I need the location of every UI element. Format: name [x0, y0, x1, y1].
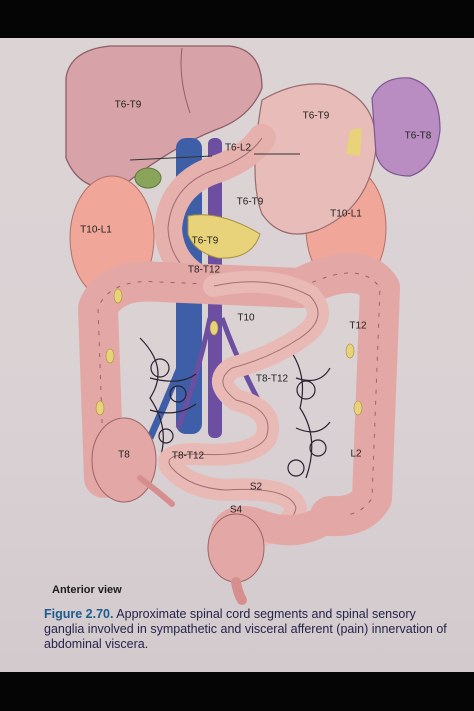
stomach	[254, 83, 377, 235]
textbook-page: T6-T9 T6-T9 T6-T8 T6-L2 T6-T9 T6-T9 T10-…	[0, 38, 474, 672]
label-stomach: T6-T9	[302, 110, 330, 122]
label-descending-colon-lower: L2	[350, 448, 362, 460]
appendix	[137, 475, 175, 507]
label-left-kidney: T10-L1	[330, 208, 362, 220]
spleen	[371, 77, 441, 177]
label-cecum: T8	[118, 449, 130, 461]
figure-number: Figure 2.70.	[44, 607, 114, 621]
label-ileum: T8-T12	[171, 450, 205, 462]
label-right-kidney: T10-L1	[80, 224, 112, 236]
sensory-ganglia	[95, 288, 363, 416]
label-transverse-colon: T10	[237, 312, 255, 324]
label-small-intestine: T8-T12	[255, 373, 289, 385]
label-liver: T6-T9	[114, 99, 142, 111]
label-descending-colon-upper: T12	[349, 320, 367, 332]
label-sigmoid: S2	[249, 481, 263, 493]
colon	[78, 253, 400, 537]
label-spleen: T6-T8	[404, 130, 432, 142]
rectum	[207, 513, 265, 583]
gallbladder	[134, 167, 162, 189]
caption-text: Approximate spinal cord segments and spi…	[44, 607, 447, 651]
figure-caption: Figure 2.70. Approximate spinal cord seg…	[44, 607, 454, 652]
label-pancreas: T6-T9	[236, 196, 264, 208]
abdominal-viscera-illustration	[65, 45, 441, 605]
view-label: Anterior view	[52, 584, 122, 596]
label-gallbladder: T6-T9	[191, 235, 219, 247]
mesenteric-vessels	[139, 337, 331, 479]
label-duodenum: T8-T12	[187, 264, 221, 276]
label-rectum: S4	[229, 504, 243, 516]
pancreas	[187, 214, 261, 259]
label-portal: T6-L2	[224, 142, 252, 154]
